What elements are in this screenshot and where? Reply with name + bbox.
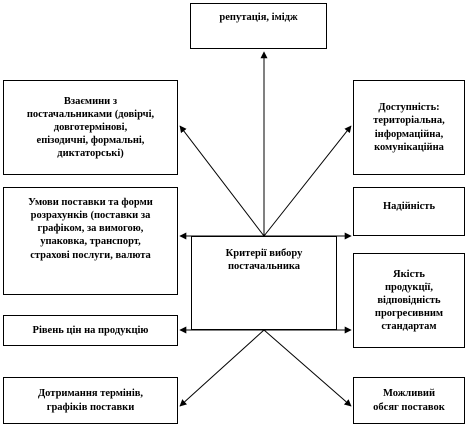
box-volume: Можливий обсяг поставок (353, 377, 465, 424)
box-relations: Взаємини з постачальниками (довірчі, дов… (3, 80, 178, 175)
box-accessibility: Доступність: територіальна, інформаційна… (353, 80, 465, 175)
box-center-criteria: Критерії вибору постачальника (191, 236, 337, 330)
box-reliability: Надійність (353, 187, 465, 236)
box-quality: Якість продукції, відповідність прогреси… (353, 253, 465, 348)
arrow-to-schedule (179, 329, 265, 407)
box-supply-terms: Умови поставки та форми розрахунків (пос… (3, 187, 178, 295)
box-schedule: Дотримання термінів, графіків поставки (3, 377, 178, 424)
arrow-to-volume (263, 329, 352, 407)
box-reputation: репутація, імідж (190, 3, 327, 49)
box-price-level: Рівень цін на продукцію (3, 315, 178, 346)
arrow-to-accessibility (263, 125, 352, 237)
arrow-to-relations (179, 125, 265, 237)
